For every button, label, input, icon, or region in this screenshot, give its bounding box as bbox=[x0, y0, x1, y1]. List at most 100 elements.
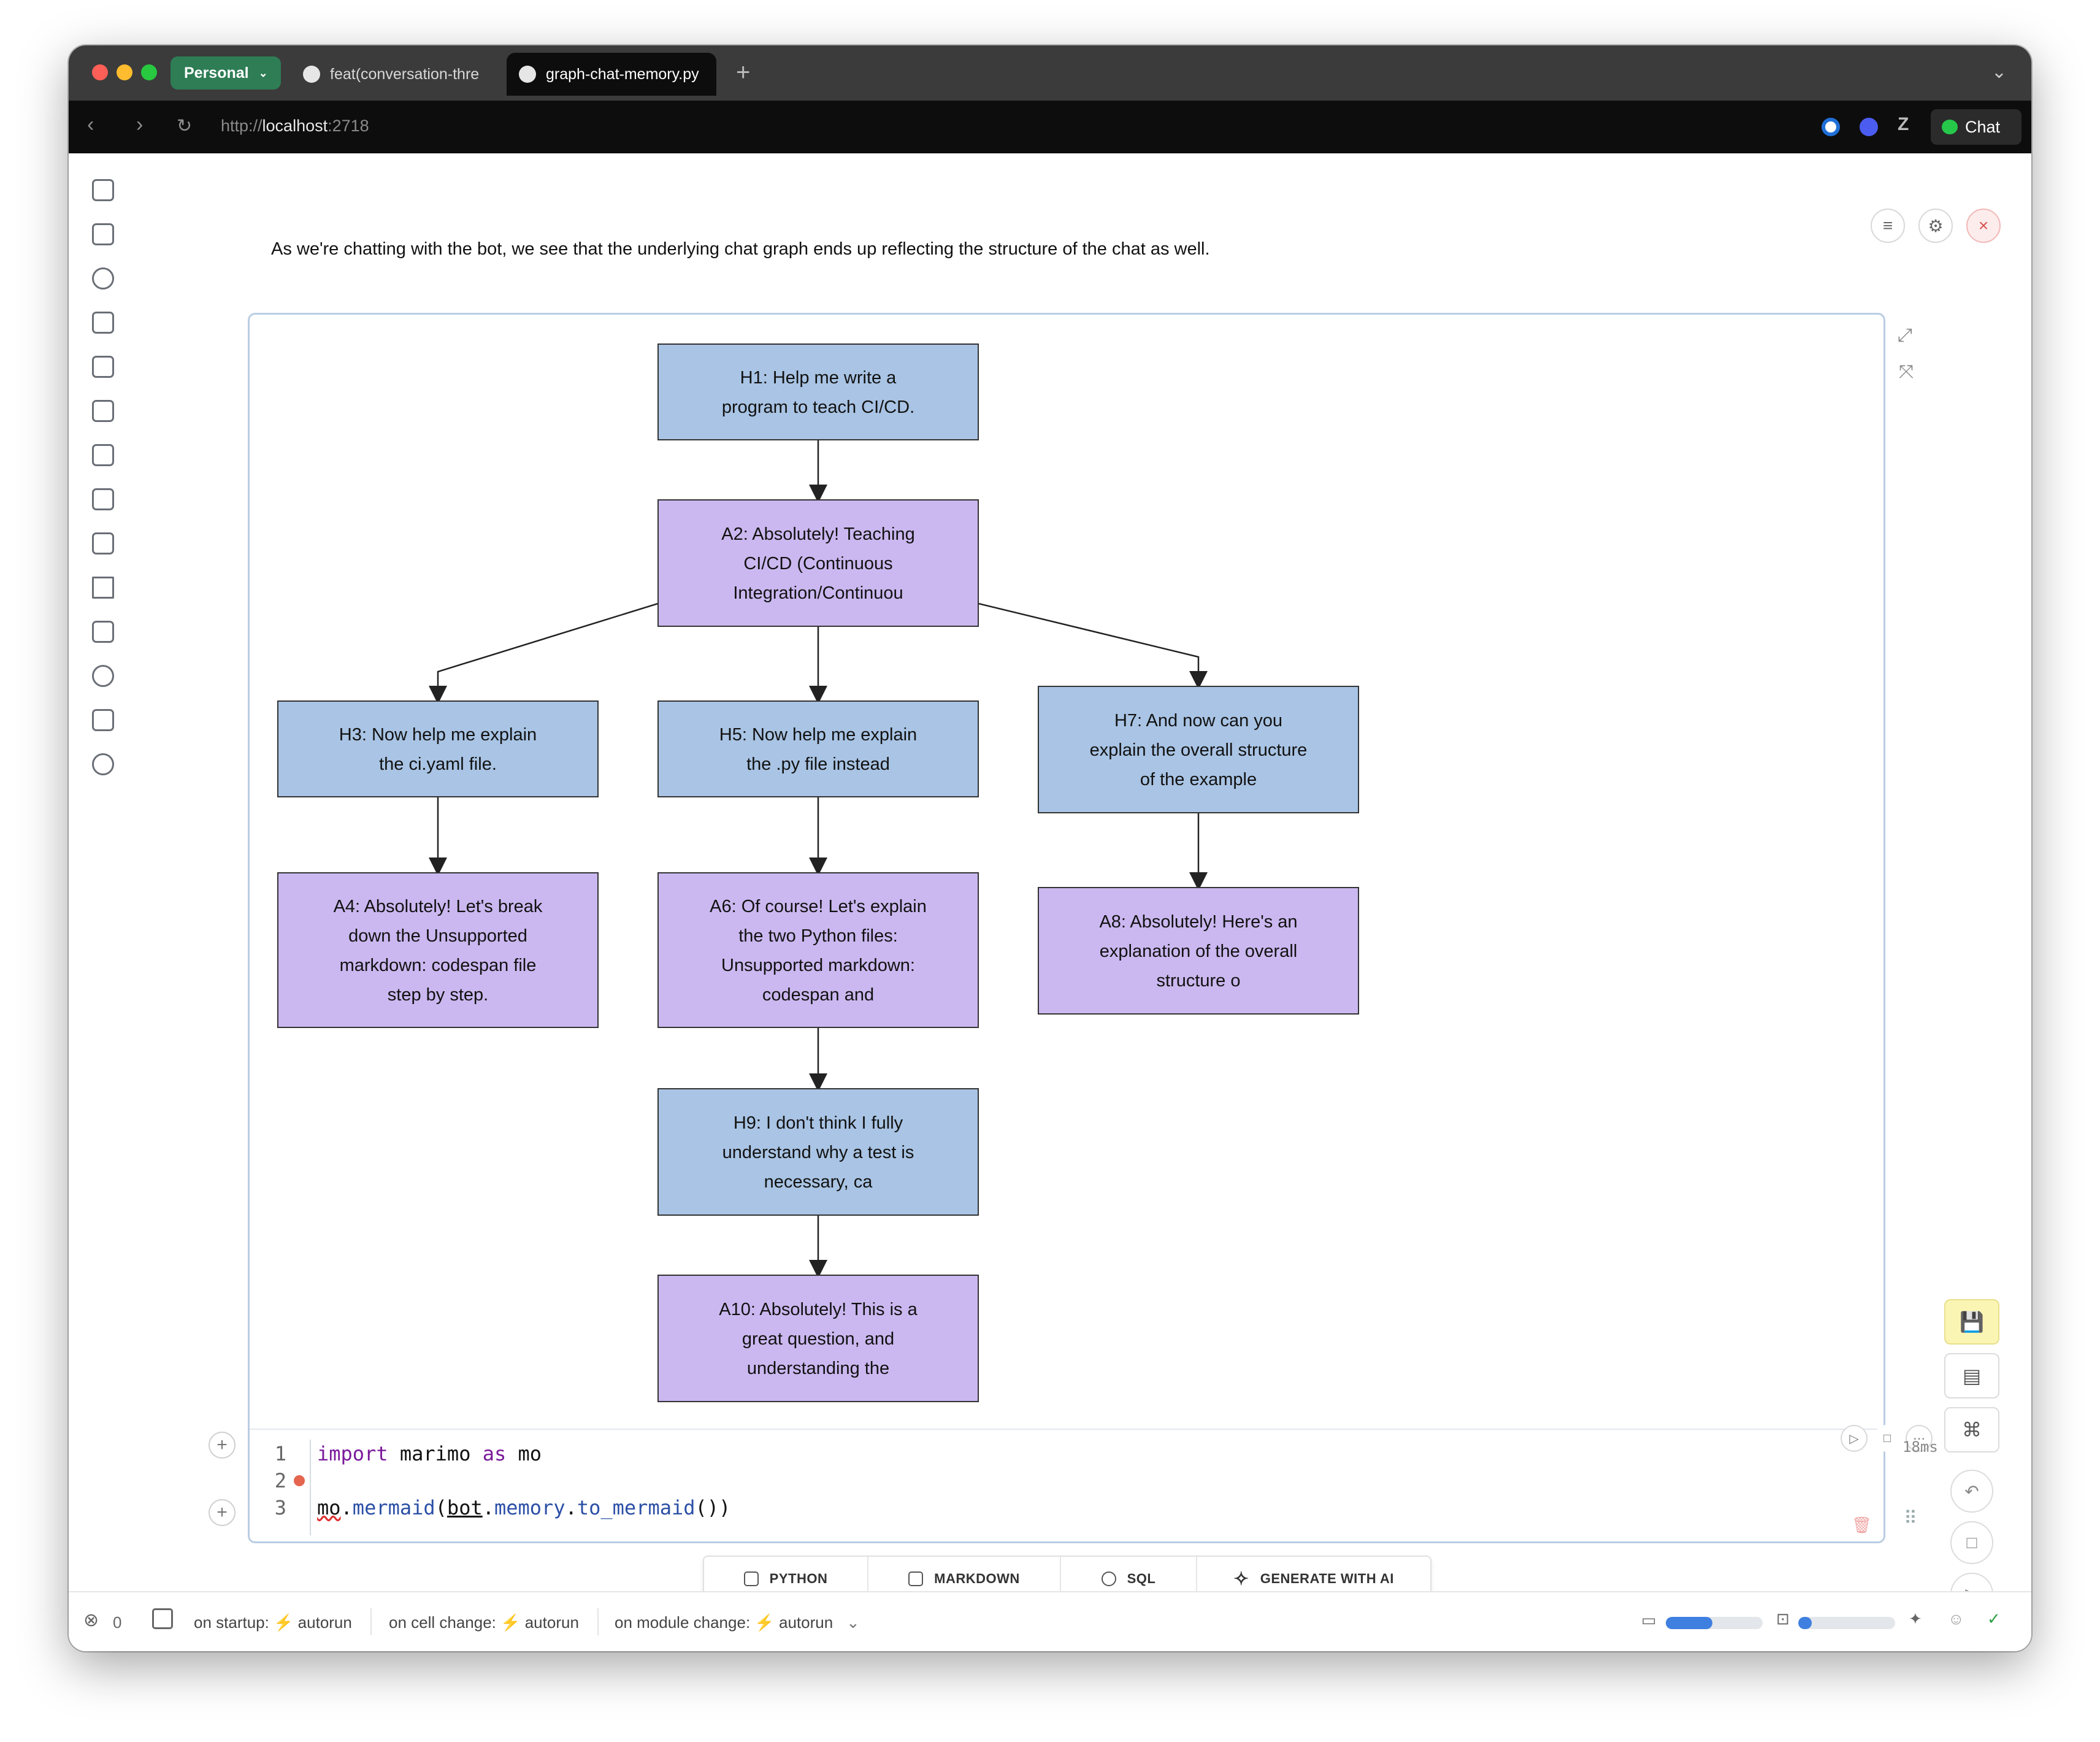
add-cell-above-button[interactable]: + bbox=[209, 1432, 236, 1459]
search-list-icon[interactable] bbox=[92, 488, 114, 510]
generate-with-ai-button[interactable]: ✧ GENERATE WITH AI bbox=[1233, 1568, 1394, 1589]
tab-github[interactable]: feat(conversation-thre bbox=[291, 53, 567, 96]
graph-node-label: of the example bbox=[1140, 770, 1257, 789]
function-icon[interactable] bbox=[92, 223, 114, 245]
graph-node-box bbox=[657, 1088, 979, 1216]
extension-icon[interactable] bbox=[1860, 118, 1878, 136]
stop-cell-icon[interactable]: □ bbox=[1874, 1425, 1901, 1452]
graph-node-label: Integration/Continuou bbox=[733, 583, 903, 603]
line-number: 1 bbox=[274, 1442, 286, 1465]
graph-node-label: step by step. bbox=[388, 985, 488, 1005]
database-icon[interactable] bbox=[92, 267, 114, 290]
maximize-window-button[interactable] bbox=[141, 64, 157, 80]
layout-button[interactable]: ▤ bbox=[1944, 1353, 1999, 1399]
undo-icon[interactable]: ↶ bbox=[1950, 1470, 1993, 1513]
save-button[interactable]: 💾 bbox=[1944, 1299, 1999, 1345]
settings-gear-icon[interactable]: ⚙ bbox=[1918, 209, 1953, 243]
graph-node-label: the .py file instead bbox=[746, 754, 890, 774]
error-count: 0 bbox=[113, 1613, 122, 1632]
tab-bar: Personal ⌄ feat(conversation-thre graph-… bbox=[69, 45, 2031, 101]
module-change-setting[interactable]: on module change: ⚡ autorun bbox=[615, 1613, 833, 1632]
expand-output-icon[interactable]: ⤢ bbox=[1898, 325, 1912, 345]
menu-icon[interactable]: ≡ bbox=[1871, 209, 1905, 243]
graph-node-label: H7: And now can you bbox=[1114, 711, 1282, 731]
terminal-icon[interactable] bbox=[152, 1608, 173, 1629]
stop-all-icon[interactable]: □ bbox=[1950, 1521, 1993, 1564]
drag-handle-icon[interactable]: ⠿ bbox=[1904, 1508, 1917, 1529]
collapse-icon[interactable]: ⤧ bbox=[1899, 362, 1914, 382]
connected-check-icon: ✓ bbox=[1987, 1610, 2001, 1628]
graph-node-h5: H5: Now help me explain the .py file inst… bbox=[657, 700, 979, 797]
code-editor[interactable]: 1 2 3 import marimo as mo mo.mermaid(bot… bbox=[250, 1433, 1883, 1541]
outline-icon[interactable] bbox=[92, 400, 114, 422]
add-cell-below-button[interactable]: + bbox=[209, 1499, 236, 1526]
graph-node-box bbox=[657, 499, 979, 627]
minimize-window-button[interactable] bbox=[117, 64, 132, 80]
graph-node-box bbox=[657, 1275, 979, 1402]
github-icon bbox=[303, 66, 320, 83]
cell-change-setting[interactable]: on cell change: ⚡ autorun bbox=[389, 1613, 579, 1632]
delete-cell-icon[interactable]: 🗑 bbox=[1852, 1516, 1872, 1534]
graph-node-label: explanation of the overall bbox=[1100, 942, 1297, 961]
tab-list-chevron-icon[interactable]: ⌄ bbox=[1991, 62, 2007, 82]
ai-chat-icon[interactable] bbox=[92, 444, 114, 466]
close-window-button[interactable] bbox=[92, 64, 108, 80]
code-line-1[interactable]: import marimo as mo bbox=[317, 1442, 542, 1465]
graph-node-label: H9: I don't think I fully bbox=[734, 1113, 903, 1133]
close-notebook-icon[interactable]: × bbox=[1966, 209, 2001, 243]
graph-node-label: H5: Now help me explain bbox=[719, 725, 917, 745]
more-actions-icon[interactable]: ⋯ bbox=[1906, 1425, 1933, 1452]
status-footer: ⊗ 0 on startup: ⚡ autorun on cell change… bbox=[69, 1591, 2031, 1651]
forward-arrow-icon[interactable]: › bbox=[136, 113, 144, 136]
zed-extension-icon[interactable]: Z bbox=[1898, 114, 1909, 134]
url-field[interactable]: http://localhost:2718 bbox=[221, 117, 369, 135]
add-sql-cell-button[interactable]: SQL bbox=[1061, 1557, 1197, 1601]
error-circle-icon[interactable]: ⊗ bbox=[83, 1610, 99, 1630]
tab-notebook[interactable]: graph-chat-memory.py bbox=[507, 53, 716, 96]
graph-node-label: A6: Of course! Let's explain bbox=[710, 897, 927, 916]
gutter-line bbox=[310, 1440, 311, 1535]
markdown-icon bbox=[908, 1571, 924, 1586]
reload-icon[interactable]: ↻ bbox=[177, 116, 193, 136]
cpu-icon: ⊡ bbox=[1776, 1610, 1790, 1628]
code-line-3[interactable]: mo.mermaid(bot.memory.to_mermaid()) bbox=[317, 1496, 731, 1519]
snippets-icon[interactable] bbox=[92, 621, 114, 643]
sparkle-icon: ✧ bbox=[1233, 1568, 1249, 1589]
run-cell-icon[interactable]: ▷ bbox=[1841, 1425, 1868, 1452]
scratchpad-icon[interactable] bbox=[92, 709, 114, 731]
dependency-graph-icon[interactable] bbox=[92, 312, 114, 334]
file-tree-icon[interactable] bbox=[92, 179, 114, 201]
graph-node-label: A10: Absolutely! This is a bbox=[719, 1300, 918, 1319]
package-icon[interactable] bbox=[92, 356, 114, 378]
copilot-icon[interactable]: ☺ bbox=[1948, 1610, 1964, 1628]
feedback-icon[interactable] bbox=[92, 753, 114, 775]
secrets-key-icon[interactable] bbox=[92, 665, 114, 687]
line-number: 3 bbox=[274, 1496, 286, 1519]
ai-sparkle-icon[interactable]: ✦ bbox=[1909, 1610, 1922, 1628]
add-python-cell-button[interactable]: PYTHON bbox=[704, 1557, 868, 1601]
startup-setting[interactable]: on startup: ⚡ autorun bbox=[194, 1613, 352, 1632]
command-palette-button[interactable]: ⌘ bbox=[1944, 1407, 1999, 1452]
new-tab-button[interactable]: + bbox=[736, 59, 751, 86]
password-extension-icon[interactable] bbox=[1822, 118, 1840, 136]
graph-node-label: down the Unsupported bbox=[348, 926, 527, 946]
profile-switcher[interactable]: Personal ⌄ bbox=[171, 56, 281, 90]
chevron-down-icon[interactable]: ⌄ bbox=[846, 1613, 860, 1632]
graph-node-label: H1: Help me write a bbox=[740, 368, 897, 388]
activity-icon[interactable] bbox=[92, 577, 114, 599]
profile-label: Personal bbox=[184, 64, 249, 82]
intro-text: As we're chatting with the bot, we see t… bbox=[271, 239, 1210, 259]
back-arrow-icon[interactable]: ‹ bbox=[87, 113, 94, 136]
documentation-icon[interactable] bbox=[92, 532, 114, 554]
add-markdown-cell-button[interactable]: MARKDOWN bbox=[868, 1557, 1061, 1601]
memory-icon: ▭ bbox=[1641, 1611, 1657, 1629]
graph-node-box bbox=[657, 872, 979, 1028]
chat-button[interactable]: Chat bbox=[1931, 109, 2021, 145]
